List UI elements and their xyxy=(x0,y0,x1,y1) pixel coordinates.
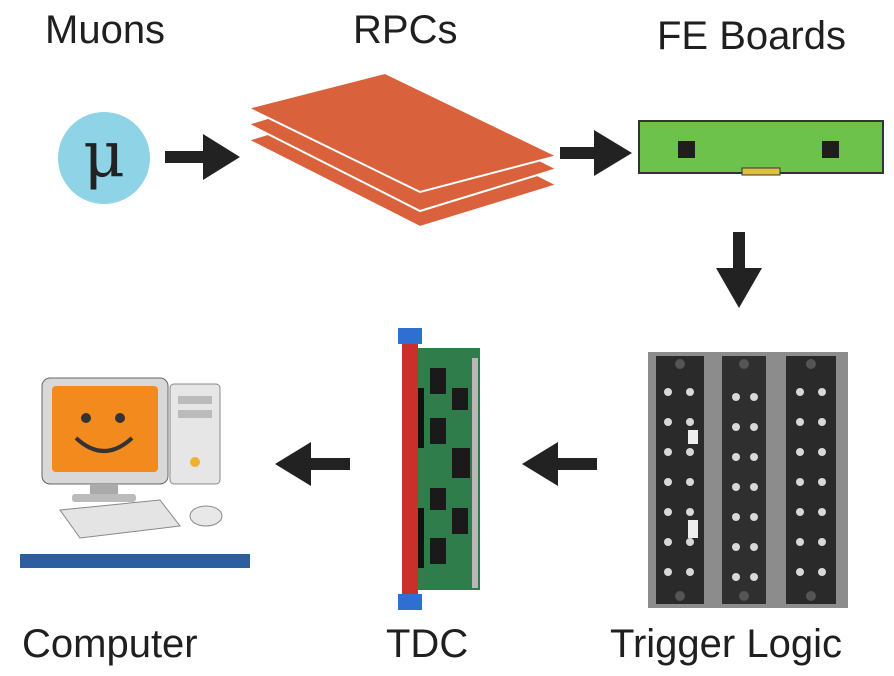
tdc-handle-top xyxy=(398,328,422,344)
arrow-down-icon xyxy=(716,232,762,308)
connector xyxy=(741,167,781,176)
tdc-label: TDC xyxy=(386,622,469,666)
arrow-left-icon xyxy=(522,442,597,486)
trigger-logic-crate xyxy=(648,352,848,608)
screen xyxy=(52,386,158,472)
rpcs-label: RPCs xyxy=(353,8,458,52)
tower xyxy=(169,383,221,485)
arrow-left-icon xyxy=(275,442,350,486)
muons-label: Muons xyxy=(45,8,166,52)
fe-boards-label: FE Boards xyxy=(657,14,846,58)
arrow-right-icon xyxy=(165,134,240,180)
fe-board xyxy=(638,120,884,176)
chip-left xyxy=(678,141,695,158)
footer-bar xyxy=(20,554,250,568)
tdc-board xyxy=(398,328,480,610)
rpc-plate-top xyxy=(245,71,560,194)
rpc-stack xyxy=(245,71,560,229)
trigger-logic-label: Trigger Logic xyxy=(610,622,842,666)
keyboard xyxy=(59,499,181,539)
mouse xyxy=(189,505,223,527)
muon-node: μ xyxy=(58,112,150,204)
tdc-pcb xyxy=(418,348,480,590)
mu-symbol: μ xyxy=(83,118,125,192)
computer-label: Computer xyxy=(22,622,198,666)
chip-right xyxy=(822,141,839,158)
computer-illustration xyxy=(20,370,250,570)
tdc-handle-bottom xyxy=(398,594,422,610)
nim-modules xyxy=(656,356,836,604)
arrow-right-icon xyxy=(560,130,632,176)
tdc-front-panel xyxy=(402,342,418,596)
